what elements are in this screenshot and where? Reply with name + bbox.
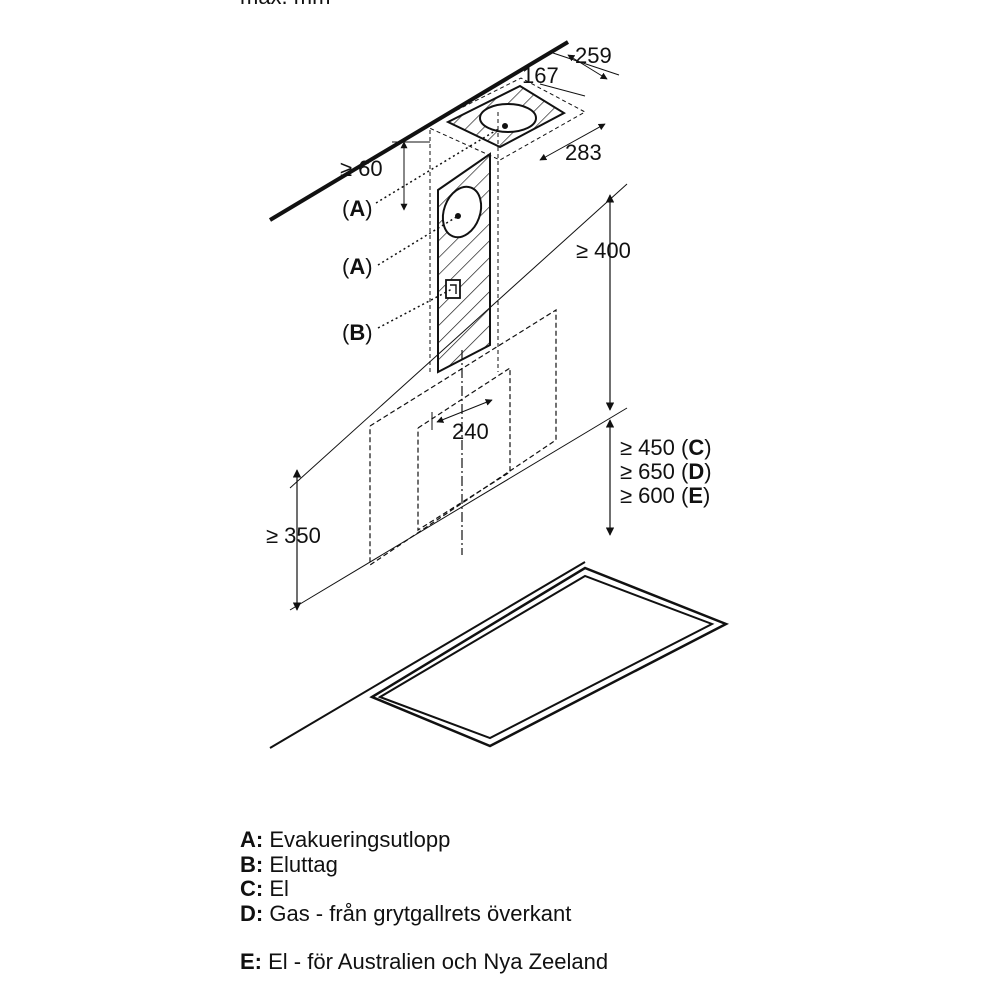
callout-e: E — [688, 483, 703, 508]
legend-row-b: B: Eluttag — [240, 851, 338, 877]
callout-b: B — [349, 320, 365, 345]
dim-283: 283 — [565, 140, 602, 165]
svg-text:≥ 600 (E): ≥ 600 (E) — [620, 483, 710, 508]
top-cut-text: max. mm — [240, 0, 330, 10]
svg-text:(A): (A) — [342, 254, 373, 279]
callout-d: D — [688, 459, 704, 484]
power-socket — [445, 279, 461, 299]
dim-350: ≥ 350 — [266, 523, 321, 548]
wall-outlet — [441, 185, 483, 239]
svg-text:≥ 450 (C): ≥ 450 (C) — [620, 435, 712, 460]
callout-a2: A — [349, 254, 365, 279]
callout-c: C — [688, 435, 704, 460]
dim-167: 167 — [522, 63, 559, 88]
legend: A: Evakueringsutlopp B: Eluttag C: El D:… — [240, 827, 960, 975]
svg-text:(A): (A) — [342, 196, 373, 221]
svg-text:≥ 650 (D): ≥ 650 (D) — [620, 459, 712, 484]
dim-400: ≥ 400 — [576, 238, 631, 263]
dim-240: 240 — [452, 419, 489, 444]
legend-row-d: D: Gas - från grytgallrets överkant — [240, 900, 572, 926]
worktop-edge — [269, 561, 586, 749]
dim-259: 259 — [575, 43, 612, 68]
svg-text:(B): (B) — [342, 320, 373, 345]
dim-450: ≥ 450 — [620, 435, 675, 460]
dim-600: ≥ 600 — [620, 483, 675, 508]
installation-diagram: 259 167 283 ≥ 60 ≥ 400 240 ≥ 450 (C) ≥ 6… — [266, 40, 730, 749]
dim-650: ≥ 650 — [620, 459, 675, 484]
ceiling-line — [268, 40, 570, 222]
legend-row-e: E: El - för Australien och Nya Zeeland — [240, 949, 609, 974]
ceiling-outlet — [479, 103, 537, 133]
callout-a1: A — [349, 196, 365, 221]
legend-row-a: A: Evakueringsutlopp — [240, 827, 451, 852]
dim-60: ≥ 60 — [340, 156, 383, 181]
legend-row-c: C: El — [240, 876, 289, 901]
hob-outline — [369, 566, 730, 748]
